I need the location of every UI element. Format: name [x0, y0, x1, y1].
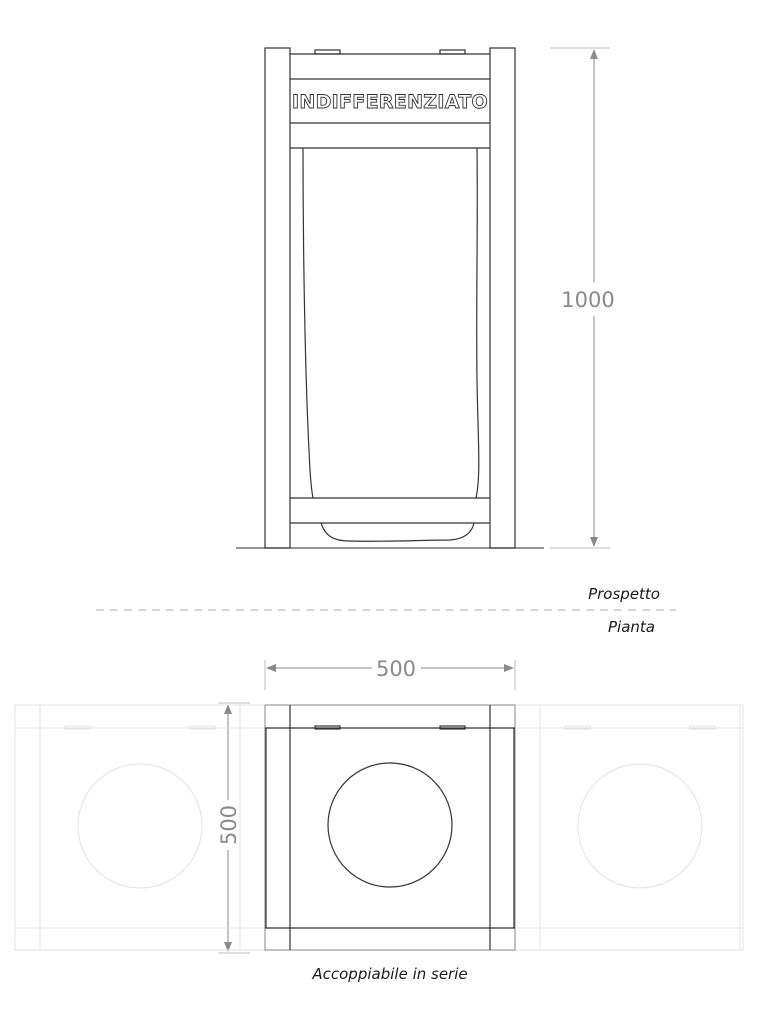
- pianta-label: Pianta: [608, 618, 655, 636]
- ghost-unit-right: [514, 704, 744, 951]
- prospetto-label: Prospetto: [588, 585, 660, 603]
- elevation-view: [236, 47, 544, 549]
- depth-dimension-value: 500: [217, 805, 241, 845]
- bin-label: INDIFFERENZIATO: [292, 91, 488, 113]
- height-dimension: [550, 47, 610, 549]
- bag-left-edge: [302, 147, 314, 499]
- width-dimension-value: 500: [376, 657, 416, 681]
- right-post: [489, 47, 516, 549]
- plan-unit-main: [264, 704, 516, 951]
- ghost-unit-left: [14, 704, 266, 951]
- ghost-opening-right: [577, 763, 703, 889]
- plan-tab-left: [314, 725, 341, 730]
- height-dimension-value: 1000: [561, 288, 614, 312]
- depth-dimension: [218, 702, 250, 954]
- left-post: [264, 47, 291, 549]
- ghost-opening-left: [77, 763, 203, 889]
- plan-caption: Accoppiabile in serie: [311, 965, 467, 983]
- bag-right-edge: [475, 147, 480, 499]
- bag-opening-circle: [327, 762, 453, 888]
- bag-bottom: [320, 522, 475, 542]
- width-dimension: [264, 660, 516, 690]
- plan-tab-right: [439, 725, 466, 730]
